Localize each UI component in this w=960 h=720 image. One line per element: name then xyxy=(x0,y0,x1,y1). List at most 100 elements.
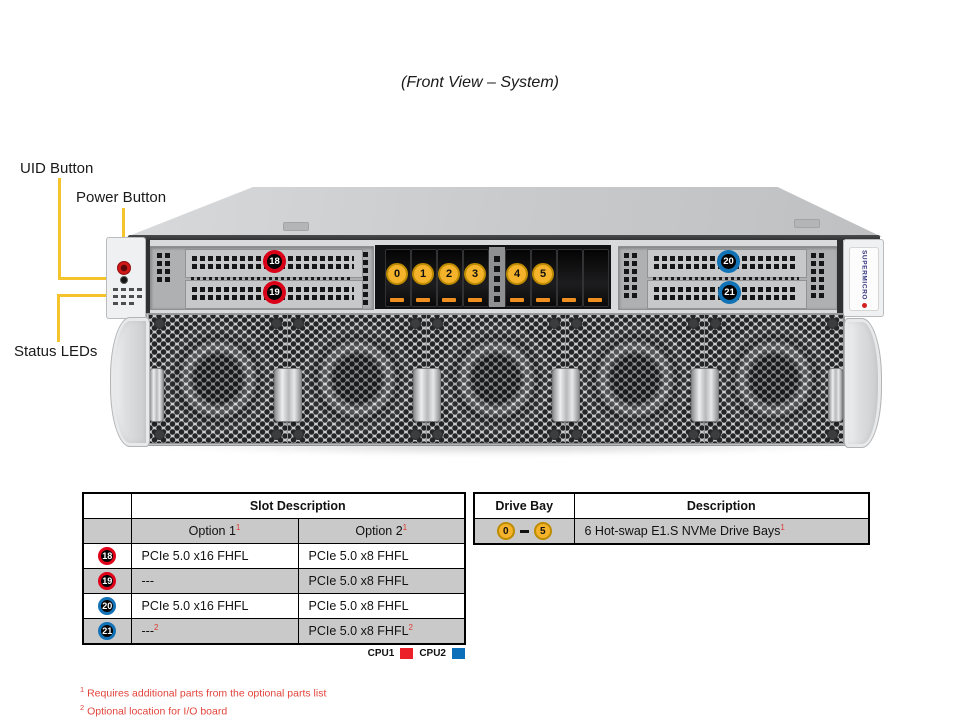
slot-21-option2: PCIe 5.0 x8 FHFL2 xyxy=(297,618,466,645)
fan-module-3 xyxy=(426,314,566,444)
status-leds-row2 xyxy=(113,295,142,298)
bay-0-badge: 0 xyxy=(386,263,408,285)
bay-1-badge: 1 xyxy=(412,263,434,285)
drive-tray-blank-2 xyxy=(583,249,609,307)
bay-3-badge: 3 xyxy=(464,263,486,285)
bay-5-badge: 5 xyxy=(532,263,554,285)
status-leds xyxy=(113,288,142,291)
bay-divider xyxy=(489,247,505,307)
table-row-slot-18: 18 PCIe 5.0 x16 FHFL PCIe 5.0 x8 FHFL xyxy=(82,543,466,569)
slot-divider xyxy=(191,277,353,280)
vent-block xyxy=(811,253,824,298)
cpu-legend: CPU1 CPU2 xyxy=(355,648,465,659)
slot-20-option1: PCIe 5.0 x16 FHFL xyxy=(130,593,299,619)
slot-18-option2: PCIe 5.0 x8 FHFL xyxy=(297,543,466,569)
slot-19-badge: 19 xyxy=(98,572,117,590)
power-callout-line xyxy=(122,208,125,263)
callout-slot-21: 21 xyxy=(718,281,741,304)
option1-header: Option 11 xyxy=(130,518,299,544)
supermicro-logo-dot xyxy=(861,302,867,308)
cpu2-color-swatch xyxy=(452,648,465,659)
slot-18-badge-cell: 18 xyxy=(82,543,132,569)
slot-19-badge-cell: 19 xyxy=(82,568,132,594)
footnote-1: 1 Requires additional parts from the opt… xyxy=(80,685,327,700)
slot-description-table: Slot Description Option 11 Option 21 18 … xyxy=(82,492,466,645)
slot-18-badge: 18 xyxy=(98,547,117,565)
option2-header: Option 21 xyxy=(297,518,466,544)
vent-block xyxy=(157,253,170,282)
page-title: (Front View – System) xyxy=(401,74,559,91)
bay-2-badge: 2 xyxy=(438,263,460,285)
fan-module-4 xyxy=(565,314,705,444)
empty-cell xyxy=(82,518,132,544)
footnote-2: 2 Optional location for I/O board xyxy=(80,702,228,718)
uid-button xyxy=(120,276,128,284)
pcie-area-left xyxy=(150,246,374,310)
uid-callout-line-horizontal xyxy=(58,277,115,280)
fan-module-5 xyxy=(704,314,844,444)
uid-button-label: UID Button xyxy=(20,160,94,177)
status-callout-line-horizontal xyxy=(57,294,112,297)
slot-21-option1: ---2 xyxy=(130,618,299,645)
power-button xyxy=(117,261,131,275)
cpu1-color-swatch xyxy=(400,648,414,659)
slot-20-badge-cell: 20 xyxy=(82,593,132,619)
fan-module-1 xyxy=(148,314,288,444)
lid-emboss-left xyxy=(283,222,309,231)
left-ear-gap xyxy=(144,240,150,313)
description-header: Description xyxy=(573,492,870,519)
drive-bay-area xyxy=(375,245,611,309)
drive-tray-blank-1 xyxy=(557,249,583,307)
lid-gap-line xyxy=(128,235,880,241)
rack-handle-right xyxy=(844,318,882,448)
fan-handle-3 xyxy=(552,368,580,422)
cpu2-label: CPU2 xyxy=(419,648,446,659)
fan-handle-edge-right xyxy=(828,368,843,422)
slot-divider xyxy=(653,277,799,280)
slot-19-option1: --- xyxy=(130,568,299,594)
supermicro-logo-text: SUPERMICRO xyxy=(860,250,868,301)
status-leds-row3 xyxy=(113,302,134,305)
control-panel xyxy=(106,237,146,319)
bay-from-badge: 0 xyxy=(496,522,515,540)
fan-handle-edge-left xyxy=(149,368,164,422)
table-row-slot-20: 20 PCIe 5.0 x16 FHFL PCIe 5.0 x8 FHFL xyxy=(82,593,466,619)
drive-bay-description: 6 Hot-swap E1.S NVMe Drive Bays1 xyxy=(573,518,870,545)
callout-slot-18: 18 xyxy=(263,250,286,273)
rack-handle-left xyxy=(110,317,150,447)
cpu1-label: CPU1 xyxy=(367,648,395,659)
lid-emboss-right xyxy=(794,219,820,228)
slot-18-option1: PCIe 5.0 x16 FHFL xyxy=(130,543,299,569)
range-dash xyxy=(519,529,529,533)
fan-handle-2 xyxy=(413,368,441,422)
chassis-shadow xyxy=(140,444,870,456)
slot-table-title: Slot Description xyxy=(130,492,466,519)
chassis-top-lid xyxy=(126,187,882,237)
status-callout-line-vertical xyxy=(57,294,60,342)
uid-callout-line-vertical xyxy=(58,178,61,280)
slot-20-badge: 20 xyxy=(98,597,117,615)
callout-slot-20: 20 xyxy=(717,250,740,273)
right-ear-gap xyxy=(837,240,843,313)
status-leds-label: Status LEDs xyxy=(14,343,98,360)
footnotes: 1 Requires additional parts from the opt… xyxy=(80,683,326,718)
drive-bay-header: Drive Bay xyxy=(473,492,575,519)
bay-to-badge: 5 xyxy=(533,522,552,540)
fan-module-2 xyxy=(287,314,427,444)
table-row-slot-19: 19 --- PCIe 5.0 x8 FHFL xyxy=(82,568,466,594)
fan-handle-4 xyxy=(691,368,719,422)
fan-handle-1 xyxy=(274,368,302,422)
slot-21-badge: 21 xyxy=(98,622,117,640)
brand-badge: SUPERMICRO xyxy=(849,247,879,311)
bay-4-badge: 4 xyxy=(506,263,528,285)
callout-slot-19: 19 xyxy=(263,281,286,304)
slot-20-option2: PCIe 5.0 x8 FHFL xyxy=(297,593,466,619)
vent-column xyxy=(363,252,368,305)
empty-corner-cell xyxy=(82,492,132,519)
slot-21-badge-cell: 21 xyxy=(82,618,132,645)
power-button-label: Power Button xyxy=(76,189,167,206)
